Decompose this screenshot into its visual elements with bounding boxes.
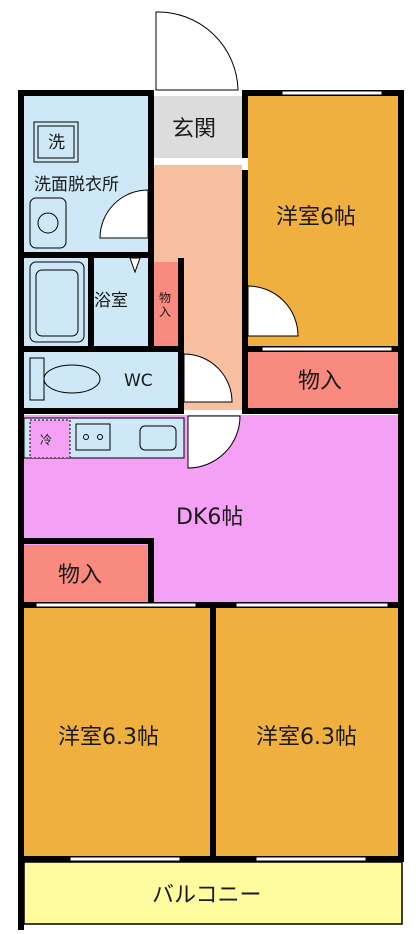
closet-top-right-fill <box>248 352 398 412</box>
toilet-label: WC <box>124 371 153 391</box>
stove <box>75 423 111 451</box>
closet-left-label: 物入 <box>58 563 102 588</box>
closet-small-char-1: 物 <box>159 291 171 305</box>
washer-label: 洗 <box>48 133 65 153</box>
bathtub <box>29 261 85 343</box>
balcony-fill <box>23 861 403 925</box>
washer-box <box>33 121 79 163</box>
sliding-door <box>129 257 141 274</box>
western-room-left-fill <box>24 608 210 856</box>
balcony-label: バルコニー <box>152 883 262 908</box>
western-room-right-fill <box>216 608 402 856</box>
toilet-bowl <box>29 357 45 401</box>
wash-basin <box>29 197 67 249</box>
windows <box>35 90 393 862</box>
western-room-top-label: 洋室6帖 <box>276 205 356 230</box>
dining-kitchen-label: DK6帖 <box>176 505 243 530</box>
fridge-box <box>29 419 71 459</box>
closet-small-char-2: 入 <box>159 305 171 319</box>
kitchen-sink <box>139 425 177 451</box>
entrance-fill <box>152 96 242 158</box>
closet-top-right-label: 物入 <box>298 369 342 394</box>
walls <box>18 90 404 930</box>
closet-small-label: 物 入 <box>159 291 175 319</box>
fridge-label: 冷 <box>40 433 52 447</box>
closet-small-fill <box>152 262 180 347</box>
western-room-left-label: 洋室6.3帖 <box>58 725 159 750</box>
bathroom-label: 浴室 <box>94 291 128 311</box>
closet-left-fill <box>24 545 150 603</box>
entrance-label: 玄関 <box>172 117 216 142</box>
western-room-right-label: 洋室6.3帖 <box>256 725 357 750</box>
door-swings <box>99 11 299 469</box>
washroom-label: 洗面脱衣所 <box>34 175 119 195</box>
